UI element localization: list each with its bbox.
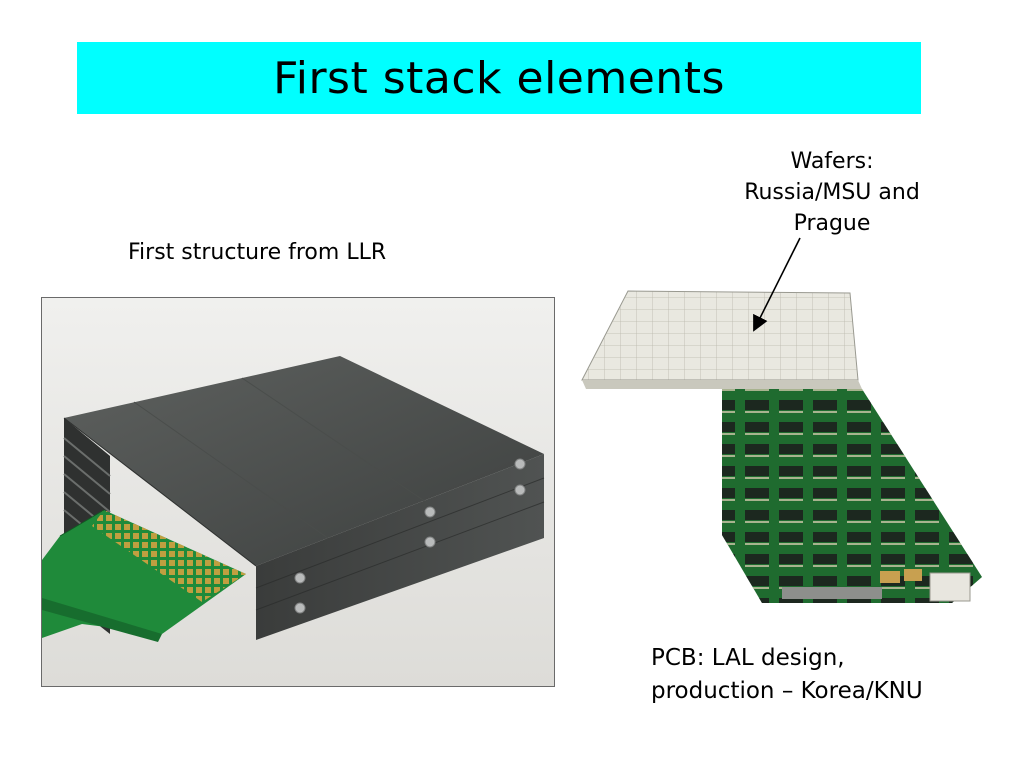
- caption-pcb: PCB: LAL design, production – Korea/KNU: [651, 642, 923, 708]
- caption-wafers-line-1: Wafers:: [790, 149, 874, 174]
- pcb-photo: [572, 285, 992, 630]
- caption-llr: First structure from LLR: [128, 240, 387, 265]
- caption-wafers-line-2: Russia/MSU and: [744, 180, 920, 205]
- stack-photo: [41, 297, 555, 687]
- caption-wafers-line-3: Prague: [793, 211, 871, 236]
- slide-title: First stack elements: [273, 52, 725, 104]
- caption-pcb-line-2: production – Korea/KNU: [651, 678, 923, 704]
- wafer-arrow: [753, 237, 801, 332]
- caption-wafers: Wafers: Russia/MSU and Prague: [712, 146, 952, 239]
- caption-pcb-line-1: PCB: LAL design,: [651, 645, 845, 671]
- title-bar: First stack elements: [77, 42, 921, 114]
